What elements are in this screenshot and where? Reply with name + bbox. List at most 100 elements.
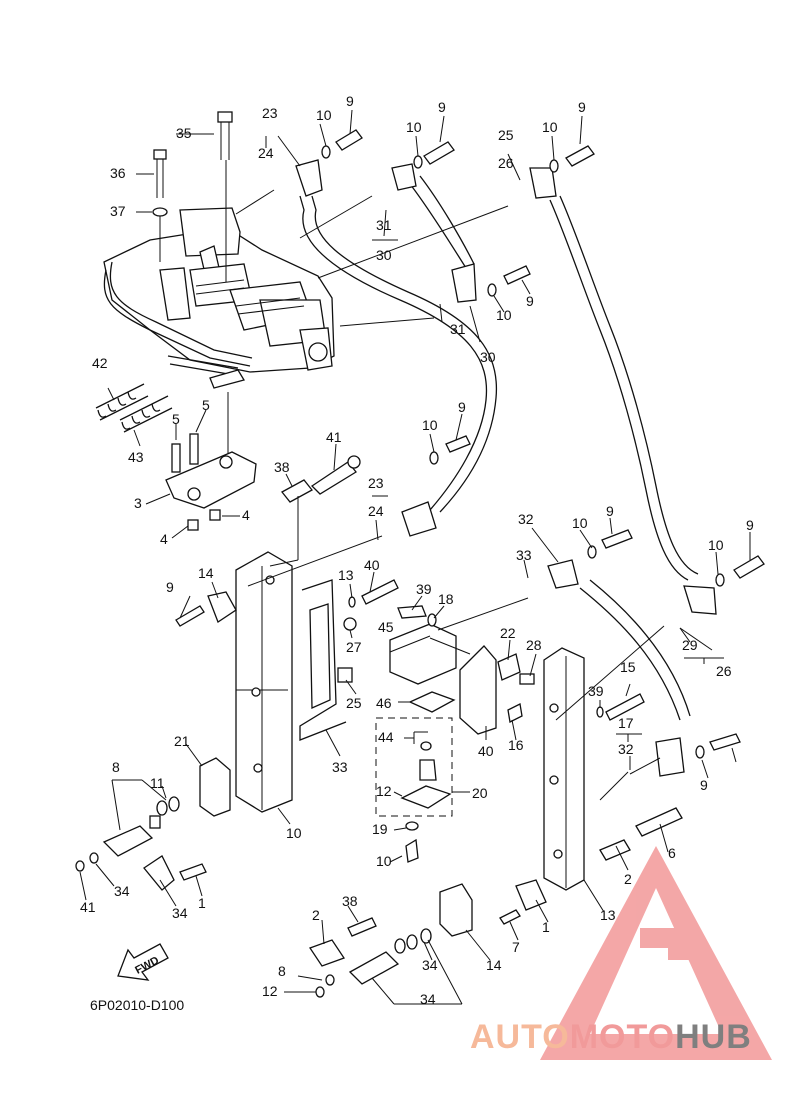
callout: 42 — [92, 355, 108, 371]
pin-38-upper — [281, 479, 313, 503]
callout: 38 — [274, 459, 290, 475]
callout: 38 — [342, 893, 358, 909]
gasket-15 — [408, 691, 456, 713]
fuel-hose-top — [299, 195, 488, 511]
bolt-18 — [397, 605, 427, 619]
callout: 40 — [478, 743, 494, 759]
callout: 1 — [198, 895, 206, 911]
callout: 30 — [376, 247, 392, 263]
washers-10 — [321, 145, 725, 831]
clamp-13-upper — [207, 591, 237, 623]
callout: 4 — [160, 531, 168, 547]
callout: 34 — [172, 905, 188, 921]
washer-27 — [427, 613, 437, 627]
sensor-11-upper — [102, 796, 180, 857]
callout: 30 — [480, 349, 496, 365]
callout: 14 — [486, 957, 502, 973]
callout: 21 — [174, 733, 190, 749]
bracket-3 — [165, 433, 257, 531]
callout: 26 — [498, 155, 514, 171]
bracket-8-lower — [439, 883, 473, 937]
callout: 8 — [112, 759, 120, 775]
holder-44 — [299, 579, 347, 741]
watermark-part-hub: HUB — [675, 1018, 752, 1056]
callout-labels: 23 24 10 9 10 9 25 26 10 9 35 36 37 31 3… — [80, 93, 754, 1007]
clamp-13-lower — [515, 879, 547, 911]
callout: 40 — [364, 557, 380, 573]
washer-34-a — [75, 860, 85, 872]
fwd-arrow-icon — [117, 943, 169, 981]
callout: 36 — [110, 165, 126, 181]
callout: 10 — [542, 119, 558, 135]
clamp-1-lower — [309, 939, 345, 967]
callout: 26 — [716, 663, 732, 679]
bracket-8-upper — [199, 757, 231, 817]
callout: 18 — [438, 591, 454, 607]
callout: 6 — [668, 845, 676, 861]
callout: 25 — [346, 695, 362, 711]
callout: 41 — [326, 429, 342, 445]
callout: 4 — [242, 507, 250, 523]
callout: 9 — [606, 503, 614, 519]
watermark-logo-triangle — [540, 846, 772, 1060]
spring-42 — [95, 383, 149, 421]
callout: 34 — [420, 991, 436, 1007]
hose-32 — [579, 579, 691, 721]
callout: 10 — [496, 307, 512, 323]
rail-6 — [235, 551, 293, 813]
callout: 33 — [516, 547, 532, 563]
callout: 29 — [682, 637, 698, 653]
watermark-part-auto: AUTO — [470, 1018, 570, 1056]
bolt-35 — [217, 111, 233, 160]
callout: 9 — [746, 517, 754, 533]
callout: 34 — [422, 957, 438, 973]
group-19-box — [375, 717, 453, 817]
callout: 2 — [624, 871, 632, 887]
watermark-text: AUTOMOTOHUB — [470, 1018, 752, 1057]
leader-lines — [159, 160, 509, 456]
callout: 22 — [500, 625, 516, 641]
callout: 39 — [416, 581, 432, 597]
callout: 23 — [262, 105, 278, 121]
callout: 45 — [378, 619, 394, 635]
washer-37 — [152, 207, 168, 217]
callout: 34 — [114, 883, 130, 899]
callout: 16 — [508, 737, 524, 753]
washer-40-upper — [348, 596, 356, 608]
callout: 23 — [368, 475, 384, 491]
bolt-2-upper — [179, 863, 207, 881]
callout: 24 — [368, 503, 384, 519]
rail-7 — [543, 647, 585, 891]
callout: 9 — [438, 99, 446, 115]
washer-34-d — [315, 986, 325, 998]
washer-34-c — [325, 974, 335, 986]
bolt-14-upper — [175, 605, 205, 627]
callout: 44 — [378, 729, 394, 745]
callout: 11 — [150, 775, 165, 791]
bolt-17 — [507, 703, 523, 723]
bolt-41-lower — [635, 807, 683, 837]
callout: 2 — [312, 907, 320, 923]
callout: 9 — [578, 99, 586, 115]
bolt-41-upper — [310, 455, 361, 495]
bolt-36 — [153, 149, 167, 198]
bracket-16 — [459, 645, 497, 735]
callout: 10 — [376, 853, 392, 869]
callout: 31 — [376, 217, 392, 233]
fuel-hose-top-b — [311, 195, 498, 513]
callout: 14 — [198, 565, 214, 581]
callout: 10 — [316, 107, 332, 123]
callout: 12 — [376, 783, 392, 799]
callout: 33 — [332, 759, 348, 775]
hose-31 — [409, 175, 475, 269]
callout: 5 — [202, 397, 210, 413]
callout: 10 — [422, 417, 438, 433]
bolt-39-upper — [361, 579, 399, 605]
diagram-code: 6P02010-D100 — [90, 997, 184, 1013]
callout: 27 — [346, 639, 362, 655]
spring-43 — [119, 395, 173, 433]
callout: 10 — [406, 119, 422, 135]
callout: 5 — [172, 411, 180, 427]
callout: 9 — [346, 93, 354, 109]
